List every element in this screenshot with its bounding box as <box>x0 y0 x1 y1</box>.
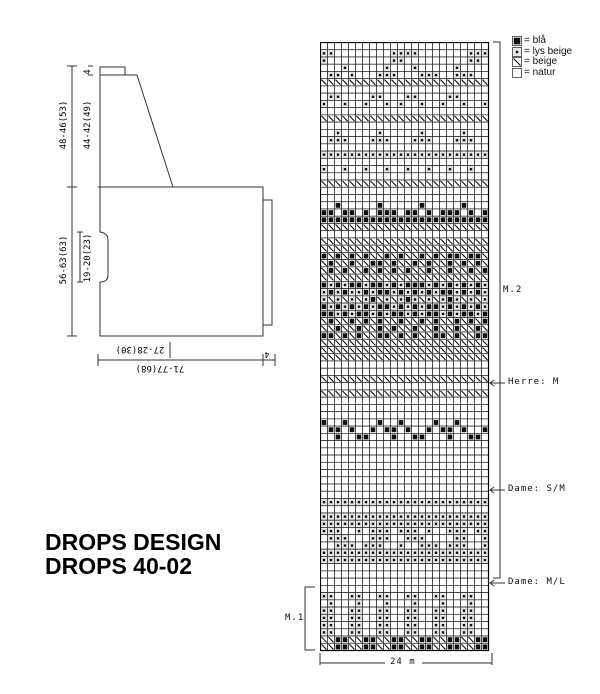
dimension-lower-inner: 19-20(23) <box>83 234 93 283</box>
cell-beige <box>512 57 522 68</box>
cell-bla-swatch-icon <box>512 36 522 47</box>
garment-schematic: 48-46(53) 44-42(49) 4 56-63(63) 19-20(23… <box>59 65 276 373</box>
legend-item: = lys beige <box>512 45 573 58</box>
arrow-left-icon <box>489 579 505 587</box>
dimension-lower-outer: 56-63(63) <box>59 236 69 285</box>
legend-label: = lys beige <box>524 45 573 57</box>
chart-row <box>320 317 489 326</box>
chart-row <box>320 215 489 224</box>
cell-beige-swatch-icon <box>512 57 522 68</box>
legend-item: = natur <box>512 66 572 79</box>
chart-row <box>320 309 489 318</box>
arrow-left-icon <box>489 486 505 494</box>
cell-lys-beige-swatch-icon <box>512 46 522 57</box>
chart-row <box>320 237 489 246</box>
dimension-bottom-inner: 27-28(30) <box>116 344 165 354</box>
legend-item: = beige <box>512 56 572 68</box>
chart-row <box>320 150 489 159</box>
legend-label: = blå <box>524 35 546 46</box>
cell-natur <box>512 67 522 78</box>
chart-row <box>320 157 489 166</box>
chart-row <box>320 324 489 333</box>
chart-row <box>320 136 489 145</box>
chart-row <box>320 100 489 108</box>
chart-row <box>320 259 489 268</box>
dimension-neck: 4 <box>83 69 93 74</box>
arrow-left-icon <box>489 379 505 387</box>
legend-item: = blå <box>512 35 572 47</box>
chart-row <box>320 165 489 174</box>
label-herre-m: Herre: M <box>508 377 560 387</box>
cell-natur-swatch-icon <box>512 67 522 78</box>
garment-outline <box>67 65 276 366</box>
chart-row <box>320 208 489 217</box>
cell-bla <box>512 36 522 47</box>
chart-row <box>320 302 489 311</box>
chart-legend: = blå= lys beige= beige= natur <box>512 35 573 79</box>
design-title: DROPS DESIGN <box>45 529 222 555</box>
label-dame-ml: Dame: M/L <box>508 577 566 587</box>
m2-bracket <box>493 41 501 579</box>
label-m1: M.1 <box>285 613 305 623</box>
dimension-upper-inner: 44-42(49) <box>83 101 93 150</box>
chart-row <box>320 201 489 210</box>
chart-row <box>320 129 489 137</box>
dimension-upper-outer: 48-46(53) <box>59 101 69 150</box>
label-width: 24 m <box>390 657 416 667</box>
label-dame-sm: Dame: S/M <box>508 484 566 494</box>
chart-row <box>320 85 489 94</box>
knitting-chart <box>320 42 490 652</box>
design-number: DROPS 40-02 <box>45 553 193 579</box>
legend-label: = natur <box>524 66 556 78</box>
chart-row <box>320 186 489 195</box>
label-m2: M.2 <box>503 285 523 295</box>
dimension-cuff: 4 <box>264 350 269 359</box>
legend-label: = beige <box>524 56 558 67</box>
chart-row <box>320 288 489 297</box>
cell-lys-beige <box>512 46 522 57</box>
dimension-bottom-outer: 71-77(68) <box>136 363 185 373</box>
chart-row <box>320 107 489 116</box>
m1-bracket <box>304 586 315 651</box>
chart-row <box>320 172 489 181</box>
